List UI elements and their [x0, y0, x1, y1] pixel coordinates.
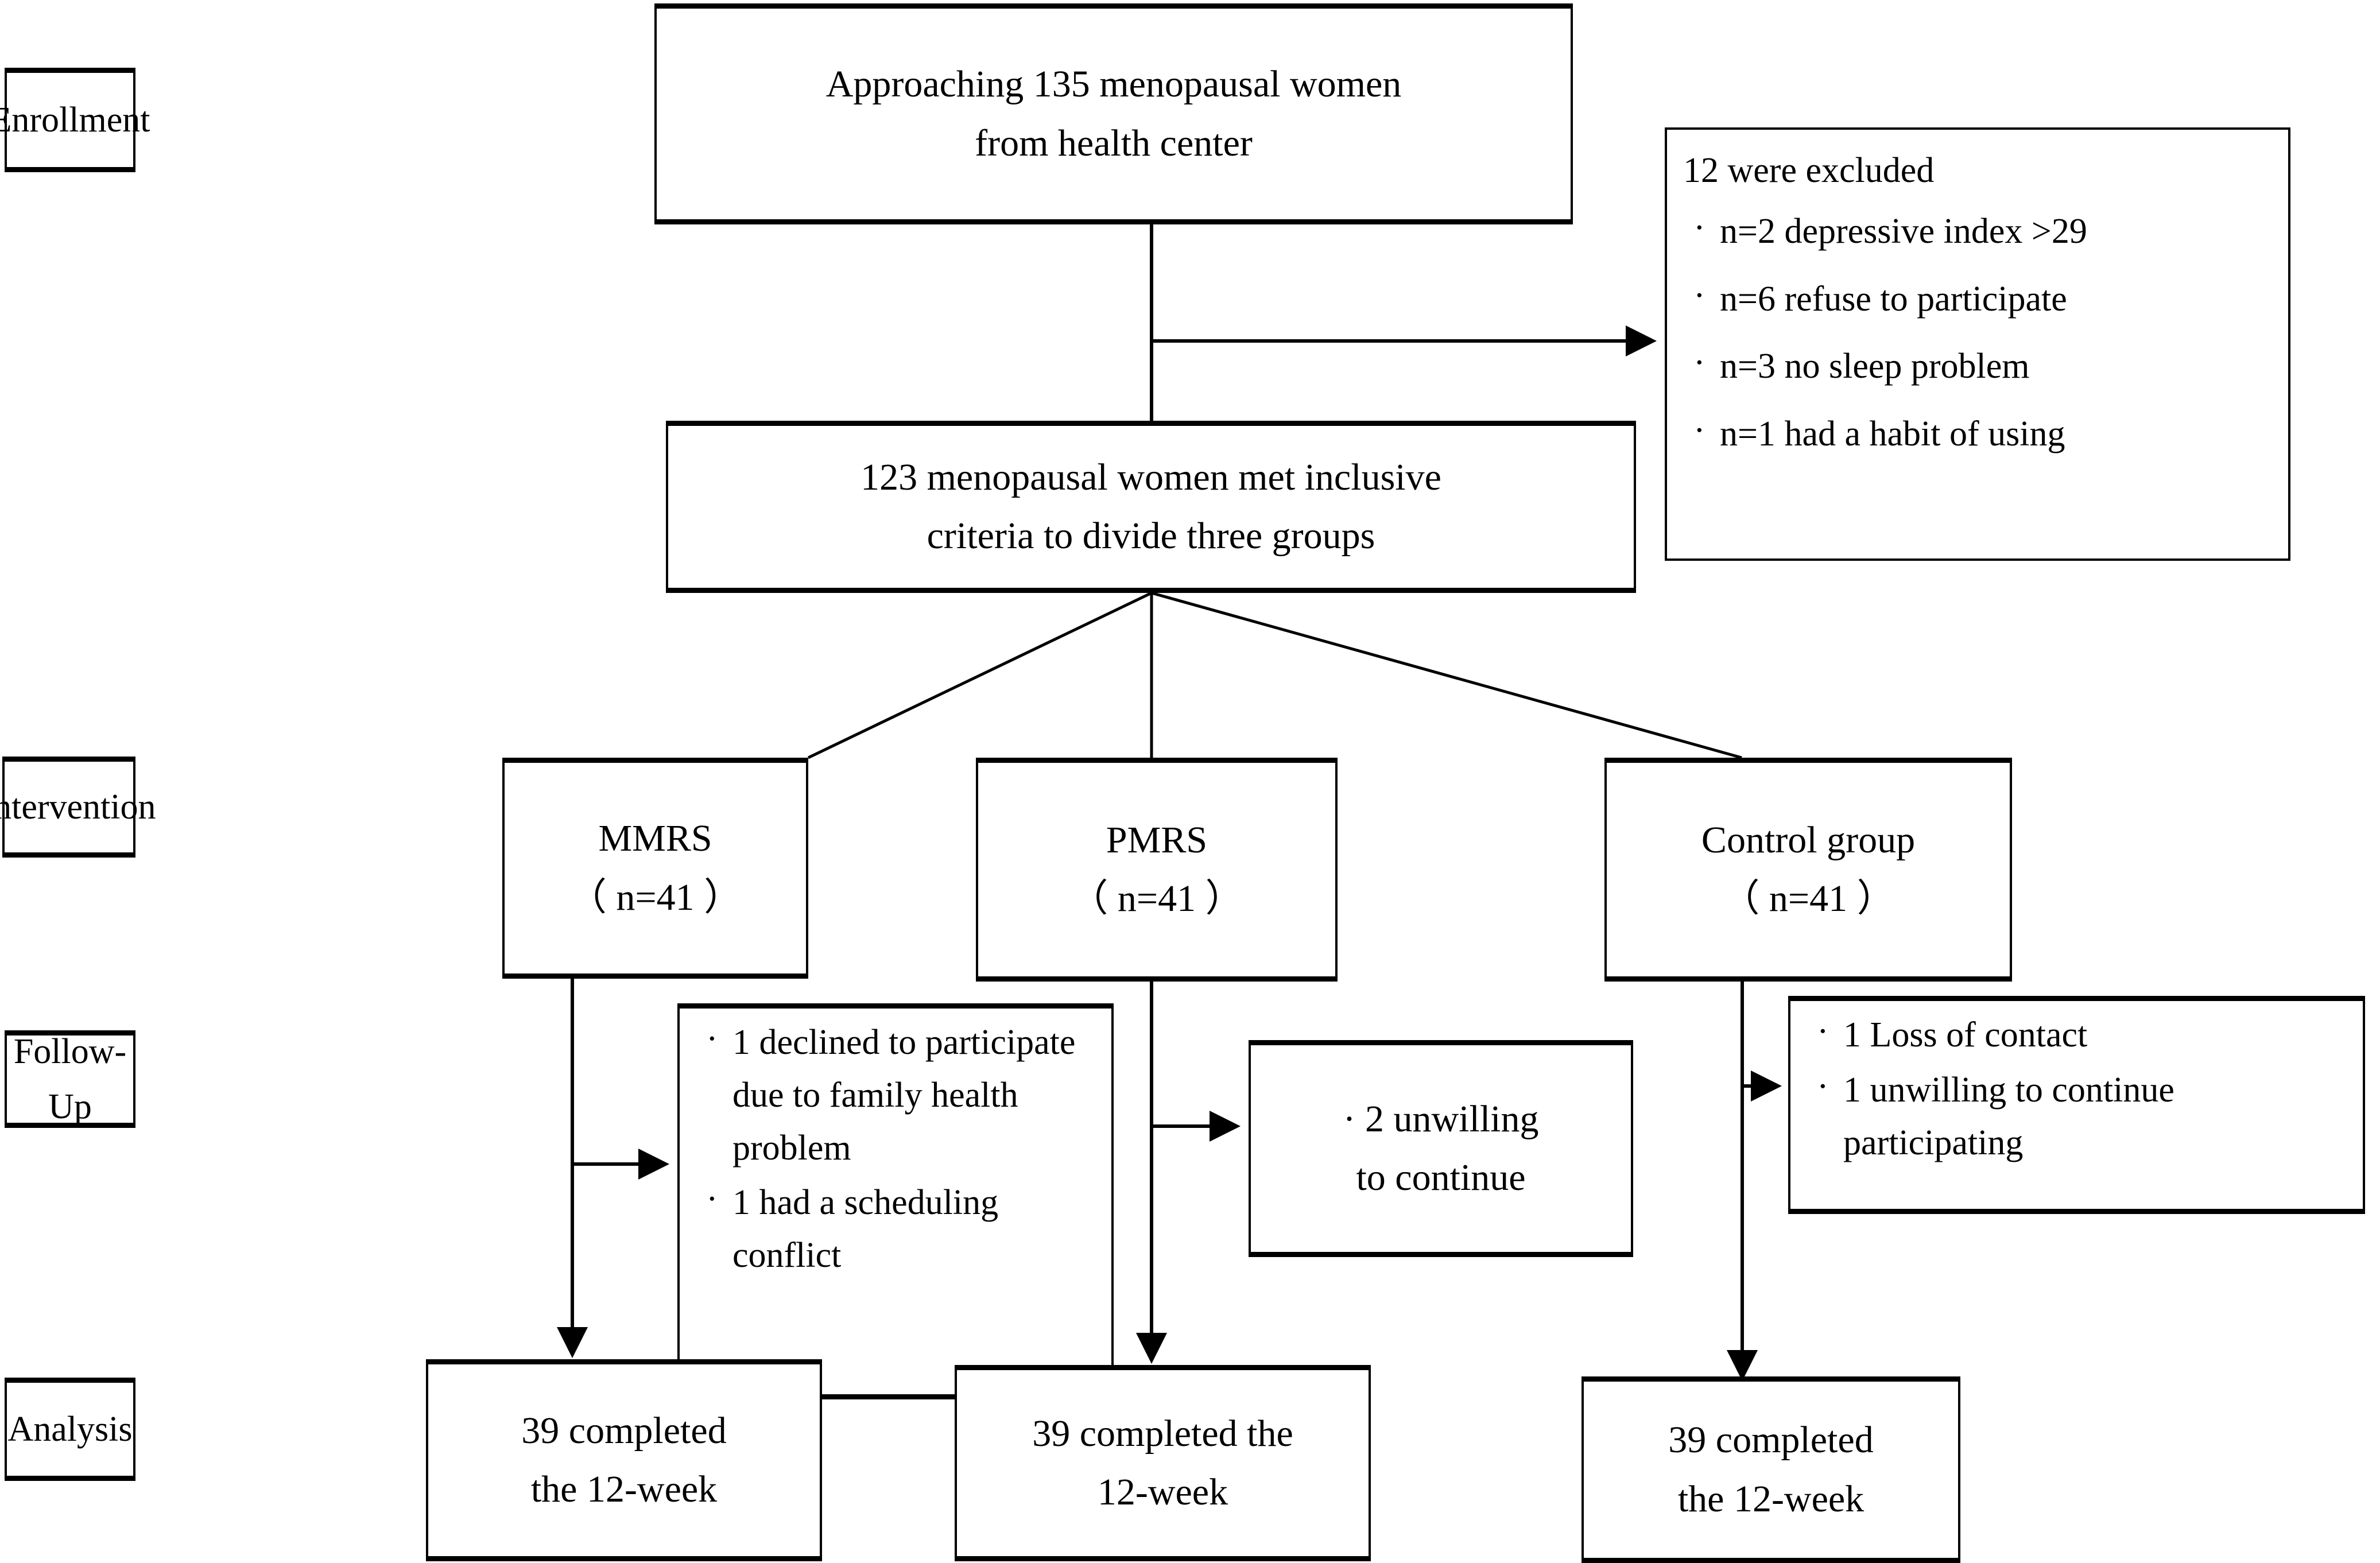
connector-eligible-to-control	[1151, 591, 1742, 759]
stage-label-followup: Follow-Up	[5, 1030, 135, 1128]
excluded-list: 12 were excluded n=2 depressive index >2…	[1667, 130, 2288, 476]
node-approached-text: Approaching 135 menopausal women from he…	[818, 55, 1410, 173]
stage-label-analysis: Analysis	[5, 1378, 135, 1481]
node-dropout-pmrs-line1: · 2 unwilling	[1343, 1097, 1539, 1140]
stage-label-text: Enrollment	[0, 100, 150, 139]
connector-eligible-to-mmrs	[807, 591, 1153, 759]
excluded-item: n=2 depressive index >29	[1683, 202, 2277, 258]
node-approached-line2: from health center	[975, 122, 1253, 164]
node-eligible-text: 123 menopausal women met inclusive crite…	[852, 448, 1449, 566]
node-analysis-pmrs-line1: 39 completed the	[1032, 1412, 1293, 1455]
dropout-control-list: 1 Loss of contact 1 unwilling to continu…	[1790, 1001, 2363, 1172]
node-arm-pmrs-name: PMRS	[1106, 819, 1208, 861]
node-arm-control: Control group （ n=41 ）	[1604, 758, 2012, 982]
node-excluded: 12 were excluded n=2 depressive index >2…	[1665, 127, 2290, 561]
node-analysis-pmrs-text: 39 completed the 12-week	[1024, 1405, 1301, 1522]
node-arm-mmrs-count: （ n=41 ）	[568, 876, 742, 918]
node-arm-control-name: Control group	[1701, 819, 1916, 861]
node-eligible: 123 menopausal women met inclusive crite…	[666, 421, 1636, 593]
node-analysis-mmrs-line2: the 12-week	[530, 1468, 718, 1510]
node-dropout-pmrs: · 2 unwilling to continue	[1249, 1040, 1633, 1257]
node-analysis-mmrs-line1: 39 completed	[521, 1409, 727, 1452]
node-arm-control-count: （ n=41 ）	[1722, 878, 1895, 920]
stage-label-text: Intervention	[0, 787, 156, 827]
excluded-item: n=3 no sleep problem	[1683, 337, 2277, 393]
node-arm-pmrs: PMRS （ n=41 ）	[976, 758, 1338, 982]
dropout-mmrs-item: 1 declined to participate due to family …	[696, 1013, 1100, 1174]
node-eligible-line2: criteria to divide three groups	[927, 515, 1375, 557]
node-analysis-pmrs-line2: 12-week	[1097, 1471, 1228, 1513]
stage-label-enrollment: Enrollment	[0, 68, 150, 172]
stage-label-text: Analysis	[7, 1409, 133, 1449]
node-analysis-pmrs: 39 completed the 12-week	[955, 1365, 1371, 1561]
node-eligible-line1: 123 menopausal women met inclusive	[860, 456, 1441, 498]
node-dropout-pmrs-text: · 2 unwilling to continue	[1335, 1090, 1547, 1208]
excluded-item: n=6 refuse to participate	[1683, 270, 2277, 326]
node-arm-pmrs-text: PMRS （ n=41 ）	[1062, 811, 1251, 929]
node-analysis-mmrs-text: 39 completed the 12-week	[513, 1402, 734, 1519]
excluded-header: 12 were excluded	[1683, 151, 1935, 190]
node-arm-pmrs-count: （ n=41 ）	[1070, 878, 1243, 920]
node-analysis-control: 39 completed the 12-week	[1582, 1376, 1960, 1563]
node-approached-line1: Approaching 135 menopausal women	[825, 63, 1402, 106]
node-arm-mmrs-name: MMRS	[598, 817, 712, 860]
dropout-mmrs-list: 1 declined to participate due to family …	[680, 1009, 1111, 1285]
dropout-control-item: 1 unwilling to continue participating	[1807, 1061, 2351, 1170]
node-analysis-mmrs: 39 completed the 12-week	[426, 1359, 822, 1561]
node-approached: Approaching 135 menopausal women from he…	[654, 3, 1573, 224]
node-dropout-mmrs: 1 declined to participate due to family …	[677, 1003, 1114, 1399]
stage-label-text: Follow-Up	[13, 1031, 127, 1126]
dropout-control-item: 1 Loss of contact	[1807, 1006, 2351, 1062]
node-analysis-control-line1: 39 completed	[1668, 1419, 1874, 1461]
node-arm-mmrs-text: MMRS （ n=41 ）	[561, 809, 750, 927]
node-arm-control-text: Control group （ n=41 ）	[1693, 811, 1923, 929]
node-dropout-control: 1 Loss of contact 1 unwilling to continu…	[1788, 996, 2365, 1214]
node-analysis-control-line2: the 12-week	[1677, 1477, 1865, 1520]
stage-label-intervention: Intervention	[0, 757, 156, 858]
node-dropout-pmrs-line2: to continue	[1356, 1157, 1526, 1199]
node-arm-mmrs: MMRS （ n=41 ）	[502, 758, 808, 979]
node-analysis-control-text: 39 completed the 12-week	[1660, 1411, 1881, 1529]
dropout-mmrs-item: 1 had a scheduling conflict	[696, 1173, 1100, 1282]
excluded-item: n=1 had a habit of using	[1683, 405, 2277, 461]
